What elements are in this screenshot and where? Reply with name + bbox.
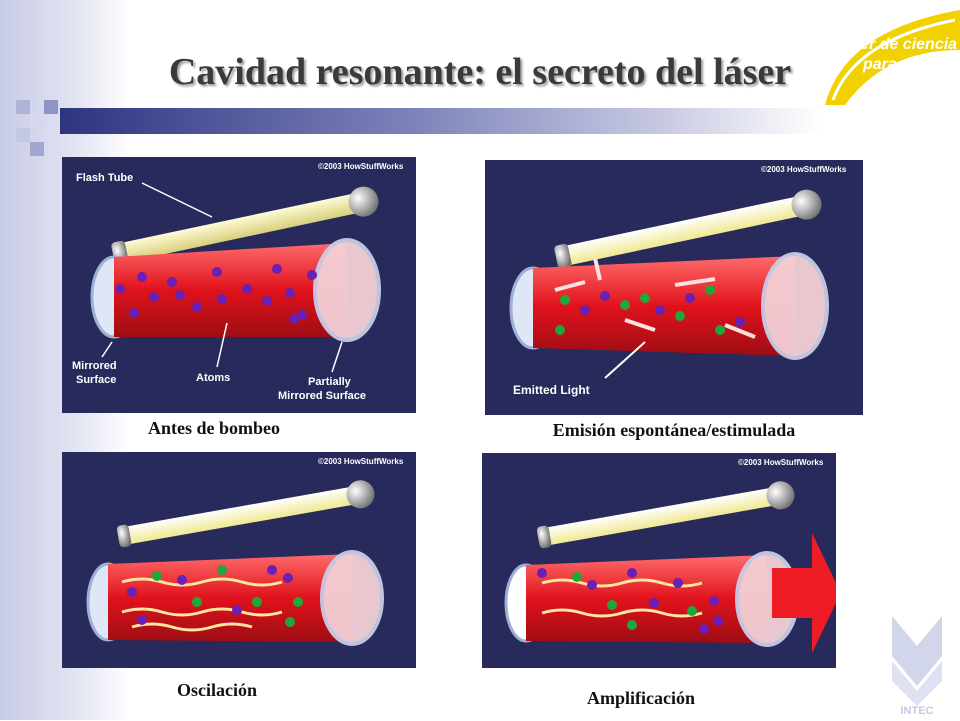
logo-line-2: para profes bbox=[863, 56, 951, 73]
flash-tube bbox=[536, 481, 795, 549]
caption-spontaneous-emission: Emisión espontánea/estimulada bbox=[552, 420, 796, 440]
copyright-text: ©2003 HowStuffWorks bbox=[318, 162, 404, 171]
partially-label-2: Mirrored Surface bbox=[278, 390, 366, 402]
caption-before-pumping: Antes de bombeo bbox=[147, 418, 280, 438]
laser-panel-amplification: ©2003 HowStuffWorks bbox=[482, 453, 836, 668]
emitted-light-label: Emitted Light bbox=[513, 383, 590, 397]
title-underline-bar bbox=[60, 108, 820, 134]
mirrored-surface-label-1: Mirrored bbox=[72, 360, 117, 372]
atoms-group bbox=[115, 264, 317, 324]
laser-panel-before-pumping: ©2003 HowStuffWorks Flash Tube bbox=[62, 157, 416, 413]
laser-rod bbox=[504, 551, 799, 647]
caption-amplification: Amplificación bbox=[587, 688, 695, 708]
atoms-group bbox=[555, 285, 745, 335]
copyright-text: ©2003 HowStuffWorks bbox=[761, 165, 847, 174]
intec-watermark-logo: INTEC bbox=[882, 606, 952, 717]
copyright-text: ©2003 HowStuffWorks bbox=[318, 457, 404, 466]
atoms-group bbox=[127, 565, 303, 627]
laser-panel-spontaneous-emission: ©2003 HowStuffWorks bbox=[485, 160, 863, 415]
decor-square bbox=[16, 128, 30, 142]
laser-rod bbox=[90, 238, 381, 342]
laser-panel-oscillation: ©2003 HowStuffWorks bbox=[62, 452, 416, 668]
emitted-light-arrows bbox=[554, 257, 756, 339]
watermark-text: INTEC bbox=[901, 705, 934, 716]
decor-square bbox=[16, 100, 30, 114]
flash-tube bbox=[116, 480, 375, 548]
amplified-beam-arrow bbox=[772, 533, 836, 653]
decor-square bbox=[44, 100, 58, 114]
taller-de-ciencia-logo: taller de ciencia para profes bbox=[815, 0, 960, 110]
laser-rod bbox=[509, 252, 829, 360]
flash-tube bbox=[554, 189, 822, 269]
slide-title: Cavidad resonante: el secreto del láser bbox=[168, 51, 792, 93]
copyright-text: ©2003 HowStuffWorks bbox=[738, 458, 824, 467]
decor-square bbox=[30, 142, 44, 156]
light-wave-lines bbox=[121, 577, 283, 632]
decor-square bbox=[30, 114, 44, 128]
atoms-group bbox=[537, 568, 723, 634]
flash-tube-label: Flash Tube bbox=[76, 172, 133, 184]
atoms-label: Atoms bbox=[196, 372, 230, 384]
mirrored-surface-label-2: Surface bbox=[76, 374, 116, 386]
logo-line-1: taller de ciencia bbox=[837, 36, 958, 53]
caption-oscillation: Oscilación bbox=[177, 680, 257, 700]
partially-label-1: Partially bbox=[308, 376, 352, 388]
laser-rod bbox=[86, 550, 384, 646]
